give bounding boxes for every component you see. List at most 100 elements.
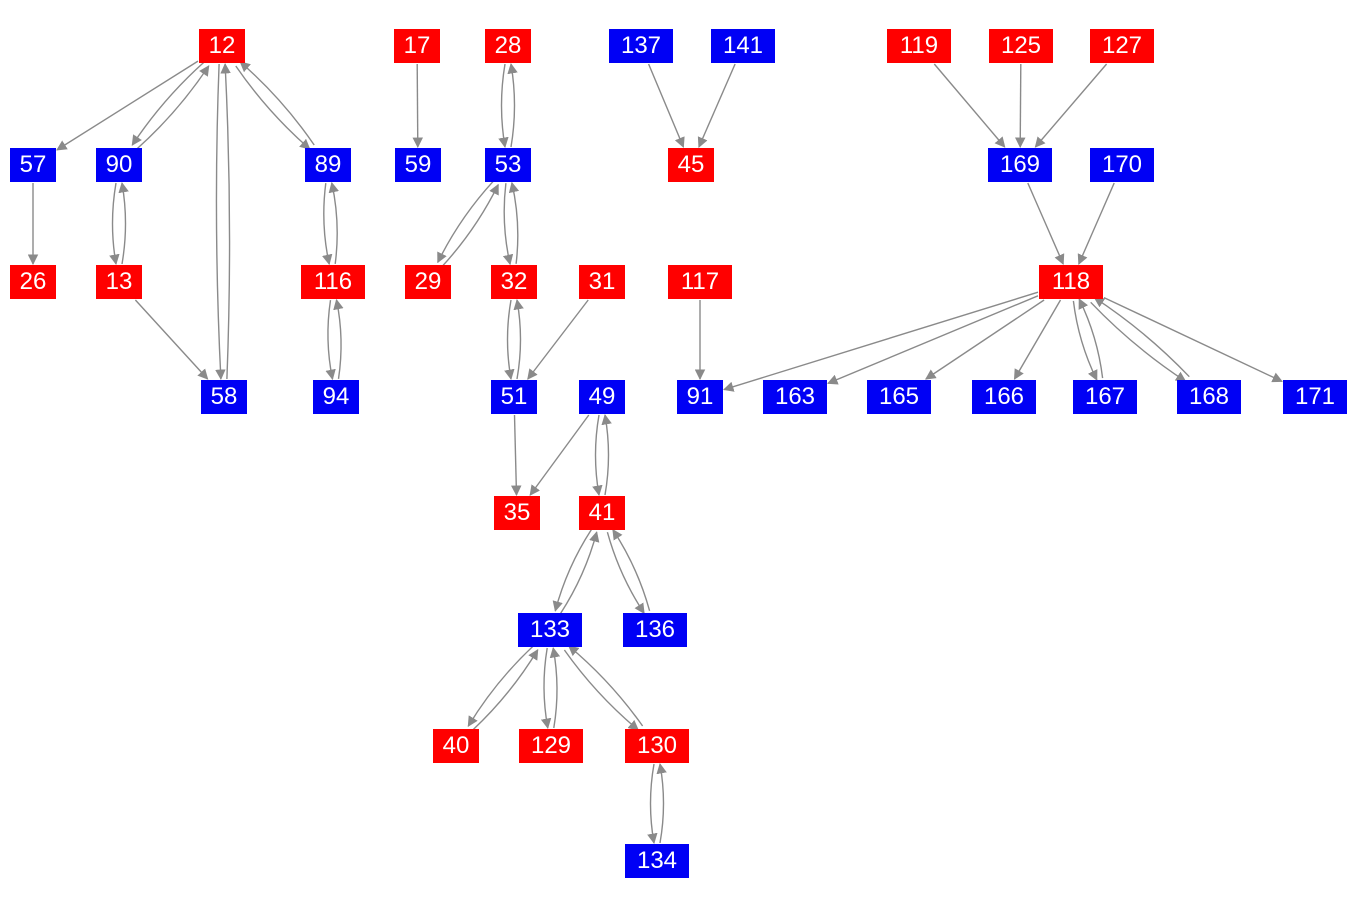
node-171: 171 xyxy=(1283,380,1347,414)
node-170: 170 xyxy=(1090,148,1154,182)
edge-129-133 xyxy=(549,646,561,729)
node-40: 40 xyxy=(433,729,479,763)
edge-41-133 xyxy=(552,529,592,612)
edge-118-165 xyxy=(925,299,1045,380)
edge-130-133 xyxy=(567,645,644,727)
edge-17-59 xyxy=(412,63,423,149)
edge-13-58 xyxy=(134,299,209,380)
node-49: 49 xyxy=(579,380,625,414)
edge-118-167 xyxy=(1072,300,1098,381)
edge-169-118 xyxy=(1027,182,1065,265)
node-53: 53 xyxy=(485,148,531,182)
node-165: 165 xyxy=(867,380,931,414)
edge-116-94 xyxy=(325,299,336,381)
edge-12-90 xyxy=(131,61,205,146)
node-29: 29 xyxy=(405,265,451,299)
node-163: 163 xyxy=(763,380,827,414)
edge-49-41 xyxy=(592,414,603,497)
node-35: 35 xyxy=(494,496,540,530)
node-28: 28 xyxy=(485,29,531,63)
node-168: 168 xyxy=(1177,380,1241,414)
node-141: 141 xyxy=(711,29,775,63)
edge-58-12 xyxy=(220,62,231,380)
node-59: 59 xyxy=(395,148,441,182)
node-45: 45 xyxy=(668,148,714,182)
node-117: 117 xyxy=(668,265,732,299)
node-129: 129 xyxy=(519,729,583,763)
edge-170-118 xyxy=(1077,182,1115,265)
node-89: 89 xyxy=(305,148,351,182)
node-13: 13 xyxy=(96,265,142,299)
node-169: 169 xyxy=(988,148,1052,182)
node-119: 119 xyxy=(887,29,951,63)
node-91: 91 xyxy=(677,380,723,414)
node-127: 127 xyxy=(1090,29,1154,63)
edge-90-13 xyxy=(109,182,120,266)
edges-group xyxy=(27,60,1283,845)
edge-133-130 xyxy=(563,649,640,731)
node-31: 31 xyxy=(579,265,625,299)
edge-167-118 xyxy=(1078,298,1104,379)
edge-136-41 xyxy=(612,528,651,611)
edge-41-136 xyxy=(606,532,645,615)
edge-12-58 xyxy=(215,63,226,381)
edge-127-169 xyxy=(1034,63,1108,148)
edge-134-130 xyxy=(656,762,667,844)
edge-168-118 xyxy=(1093,297,1190,378)
edge-94-116 xyxy=(333,298,344,380)
edge-51-32 xyxy=(513,298,524,380)
node-133: 133 xyxy=(518,613,582,647)
node-116: 116 xyxy=(301,265,365,299)
node-166: 166 xyxy=(972,380,1036,414)
edge-28-53 xyxy=(498,63,509,149)
node-12: 12 xyxy=(199,29,245,63)
node-41: 41 xyxy=(579,496,625,530)
edge-133-40 xyxy=(467,645,534,727)
edge-118-91 xyxy=(722,291,1039,392)
edge-133-129 xyxy=(540,647,552,730)
node-130: 130 xyxy=(625,729,689,763)
edge-89-12 xyxy=(239,61,315,146)
edge-12-89 xyxy=(235,65,311,150)
node-90: 90 xyxy=(96,148,142,182)
node-134: 134 xyxy=(625,844,689,878)
edge-53-32 xyxy=(502,183,514,266)
edge-125-169 xyxy=(1015,63,1026,149)
node-118: 118 xyxy=(1039,265,1103,299)
node-17: 17 xyxy=(394,29,440,63)
edge-31-51 xyxy=(527,299,589,380)
edge-13-90 xyxy=(118,181,129,265)
edge-29-53 xyxy=(442,183,499,267)
edge-53-28 xyxy=(507,62,518,148)
edge-41-49 xyxy=(601,413,612,496)
edge-137-45 xyxy=(647,63,685,148)
node-136: 136 xyxy=(623,613,687,647)
edge-118-171 xyxy=(1103,296,1283,383)
edge-51-35 xyxy=(511,414,522,497)
edge-90-12 xyxy=(136,65,210,150)
node-94: 94 xyxy=(313,380,359,414)
node-58: 58 xyxy=(201,380,247,414)
edge-130-134 xyxy=(647,763,658,845)
node-57: 57 xyxy=(10,148,56,182)
edge-53-29 xyxy=(437,180,494,264)
edge-32-53 xyxy=(508,181,520,264)
edge-116-89 xyxy=(328,181,339,264)
node-26: 26 xyxy=(10,265,56,299)
edge-89-116 xyxy=(322,183,333,266)
edge-49-35 xyxy=(529,414,590,496)
edge-32-51 xyxy=(504,299,515,381)
edge-141-45 xyxy=(697,63,736,148)
node-51: 51 xyxy=(491,380,537,414)
node-137: 137 xyxy=(609,29,673,63)
edge-133-41 xyxy=(560,531,600,614)
edge-118-166 xyxy=(1013,299,1062,380)
node-125: 125 xyxy=(989,29,1053,63)
node-32: 32 xyxy=(491,265,537,299)
edge-119-169 xyxy=(933,63,1006,148)
edge-12-57 xyxy=(56,60,199,151)
node-167: 167 xyxy=(1073,380,1137,414)
